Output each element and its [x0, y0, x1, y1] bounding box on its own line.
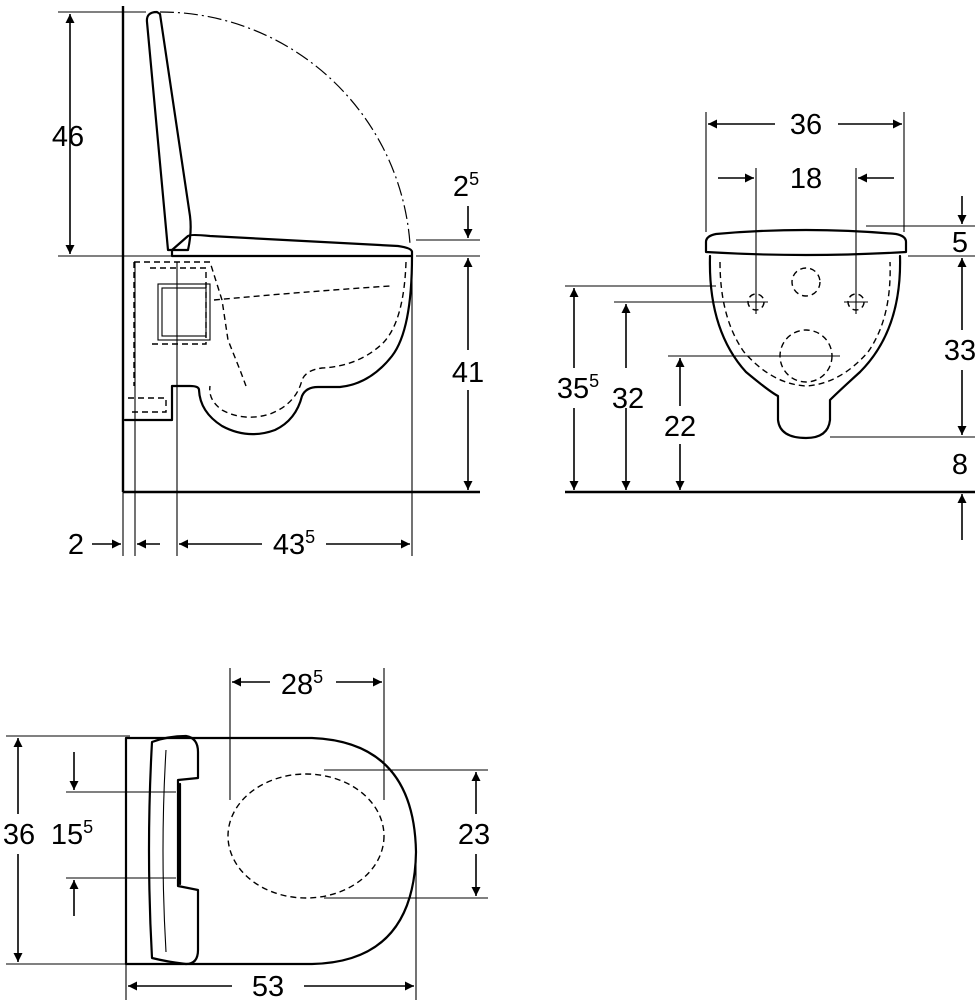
dim-opening-length-label: 285: [281, 667, 323, 701]
front-view: 36 18 5 33 8 355 32 22: [552, 109, 980, 540]
top-view: 285 36 155 23 53: [0, 667, 498, 1000]
dim-overall-width-label: 36: [790, 109, 822, 141]
lid-swing-arc: [159, 11, 411, 245]
raised-lid: [145, 10, 192, 252]
front-bowl: [708, 254, 902, 440]
rim-channel-hidden: [213, 285, 391, 301]
dim-seat-thickness-label: 5: [952, 227, 968, 259]
bowl-outline: [123, 254, 414, 436]
dim-top-width-label: 36: [3, 819, 35, 851]
dim-lid-offset-label: 25: [453, 169, 479, 203]
dim-opening-width-label: 23: [458, 819, 490, 851]
mounting-frame: [157, 283, 211, 341]
dim-fixing-height-label: 32: [612, 383, 644, 415]
seat: [170, 233, 414, 258]
dim-base-clearance-label: 8: [952, 449, 968, 481]
dim-outlet-height-label: 22: [664, 411, 696, 443]
side-view: 46 25 41 2 435: [52, 6, 490, 561]
top-bowl-outline: [124, 736, 418, 966]
dim-wall-gap-label: 2: [68, 529, 84, 561]
dim-rim-height-label: 355: [557, 371, 599, 405]
top-seat: [147, 734, 200, 966]
dim-top-fixing-spacing-label: 155: [51, 817, 93, 851]
bowl-interior-hidden: [209, 261, 407, 418]
bracket-hidden: [134, 261, 247, 387]
dim-projection-label: 435: [273, 527, 315, 561]
dim-seat-height-label: 46: [52, 121, 84, 153]
front-seat: [704, 228, 908, 257]
dim-fixing-spacing-label: 18: [790, 163, 822, 195]
dim-bowl-depth-label: 33: [944, 335, 976, 367]
dim-bowl-height-label: 41: [452, 357, 484, 389]
bowl-opening-hidden: [227, 773, 385, 899]
dim-top-length-label: 53: [252, 971, 284, 1000]
